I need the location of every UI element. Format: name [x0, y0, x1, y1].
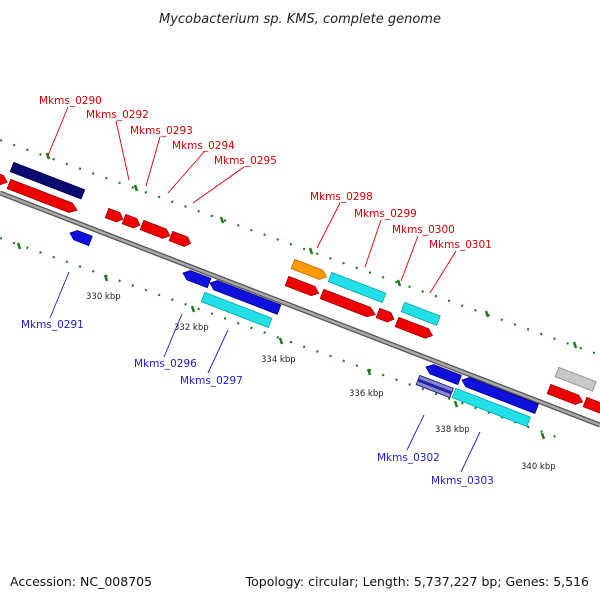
scale-label: 336 kbp	[349, 389, 384, 399]
gene-label: Mkms_0299	[354, 208, 417, 220]
gene-red-0299b[interactable]	[319, 288, 377, 319]
scale-label: 330 kbp	[86, 292, 121, 302]
gene-label: Mkms_0290	[39, 95, 102, 107]
gene-mkms-0299[interactable]	[327, 271, 387, 304]
gene-label: Mkms_0297	[180, 375, 243, 387]
genome-summary: Topology: circular; Length: 5,737,227 bp…	[245, 574, 589, 589]
inner-tick-track	[0, 236, 566, 442]
scale-label: 338 kbp	[435, 425, 470, 435]
gene-mkms-0302[interactable]	[415, 374, 454, 399]
gene-label: Mkms_0296	[134, 358, 197, 370]
gene-mkms-0295[interactable]	[168, 230, 192, 248]
accession-label: Accession: NC_008705	[10, 574, 152, 589]
gene-label: Mkms_0293	[130, 125, 193, 137]
scale-label: 340 kbp	[521, 462, 556, 472]
map-title: Mycobacterium sp. KMS, complete genome	[159, 12, 441, 27]
gene-red-far[interactable]	[546, 383, 584, 406]
gene-mkms-0296[interactable]	[181, 268, 212, 289]
gene-mkms-0290[interactable]	[9, 161, 86, 200]
gene-label: Mkms_0291	[21, 319, 84, 331]
gene-red-0298b[interactable]	[284, 275, 320, 298]
scale-label: 334 kbp	[261, 355, 296, 365]
gene-red-edge[interactable]	[582, 396, 600, 419]
gene-blue-0297[interactable]	[208, 278, 282, 315]
gene-mkms-0292[interactable]	[104, 207, 124, 223]
gene-red-0290b[interactable]	[6, 178, 79, 215]
gene-mkms-0293[interactable]	[121, 213, 141, 229]
gene-label: Mkms_0295	[214, 155, 277, 167]
gene-label: Mkms_0298	[310, 191, 373, 203]
genome-backbone	[0, 190, 600, 428]
gene-label: Mkms_0303	[431, 475, 494, 487]
gene-label: Mkms_0301	[429, 239, 492, 251]
gene-red-0289[interactable]	[0, 172, 9, 187]
gene-red-0301b[interactable]	[394, 316, 434, 340]
leader-lines-reverse	[49, 271, 481, 473]
gene-mkms-0291[interactable]	[68, 228, 93, 247]
gene-label: Mkms_0294	[172, 140, 235, 152]
leader-lines-forward	[46, 106, 457, 294]
gene-mkms-0297[interactable]	[200, 291, 273, 329]
gene-label: Mkms_0300	[392, 224, 455, 236]
scale-label: 332 kbp	[174, 323, 209, 333]
inner-major-ticks	[16, 242, 546, 440]
outer-tick-track	[0, 138, 600, 357]
gene-blue-0303[interactable]	[460, 375, 539, 414]
gene-mkms-0301[interactable]	[400, 301, 441, 326]
gene-mkms-0298[interactable]	[290, 258, 328, 281]
gene-gray[interactable]	[554, 366, 597, 392]
gene-blue-0302[interactable]	[424, 362, 462, 386]
gene-mkms-0303[interactable]	[451, 387, 531, 427]
gene-mkms-0294[interactable]	[139, 219, 172, 240]
gene-label: Mkms_0302	[377, 452, 440, 464]
gene-label: Mkms_0292	[86, 109, 149, 121]
outer-major-ticks	[45, 152, 578, 349]
gene-mkms-0300[interactable]	[375, 307, 395, 323]
